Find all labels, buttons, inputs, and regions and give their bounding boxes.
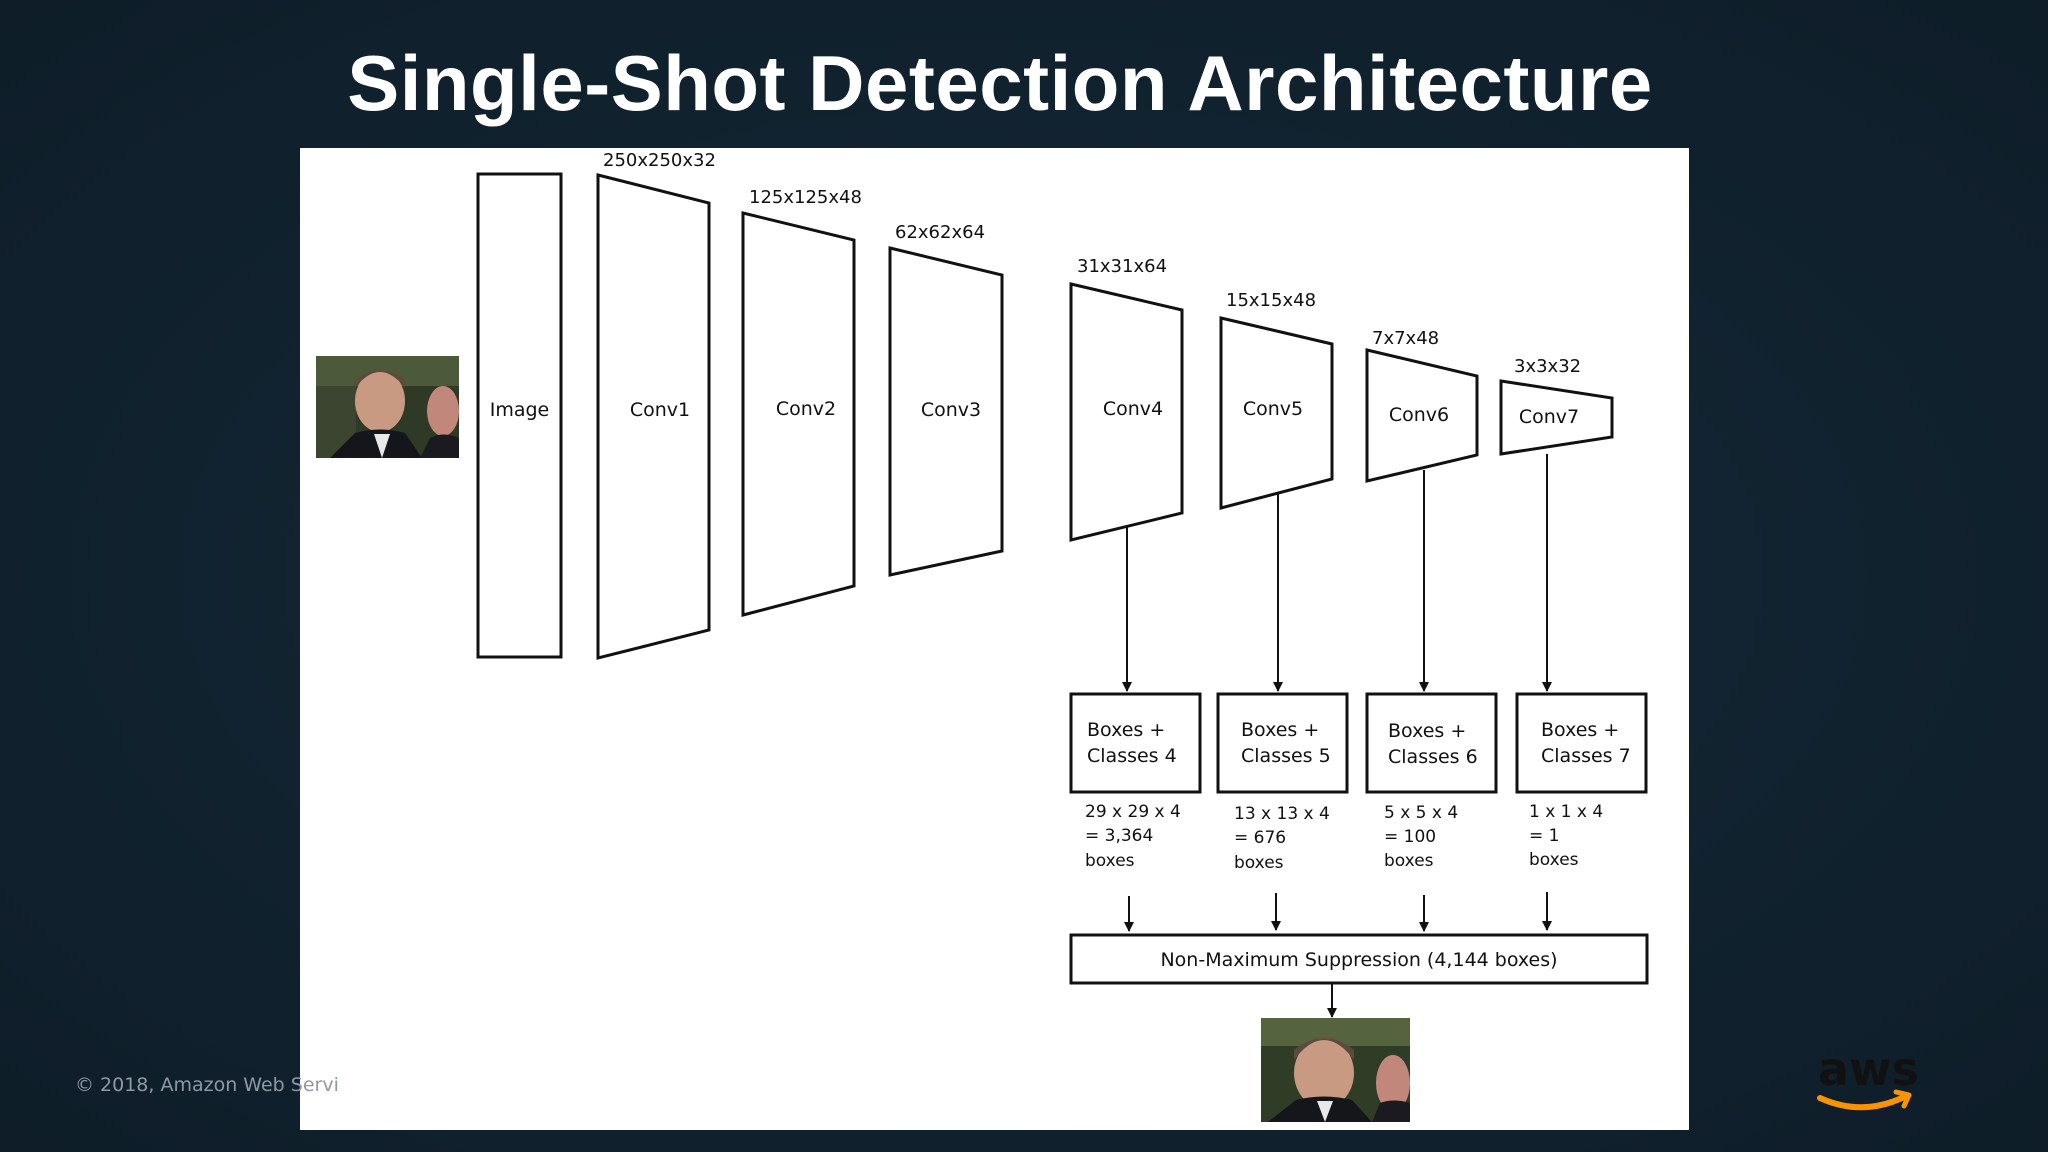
conv5-label: Conv5 [1243,398,1303,420]
image-input-block [476,172,563,659]
conv5-size-label: 15x15x48 [1226,290,1316,311]
conv7-label: Conv7 [1519,406,1579,428]
copyright-text: © 2018, Amazon Web Servi [75,1074,339,1096]
ssd-architecture-diagram: Image Conv1 250x250x32 Conv2 125x125x48 … [316,150,1649,1122]
conv7-size-label: 3x3x32 [1514,356,1581,377]
aws-smile-icon [1817,1094,1907,1111]
detector-4-label-line2: Classes 4 [1087,745,1177,767]
slide-title: Single-Shot Detection Architecture [347,39,1653,127]
detector-7-count-line3: boxes [1529,850,1579,870]
conv5-block [1219,316,1334,510]
nms-box [1069,933,1649,985]
image-input-label: Image [490,399,550,421]
conv4-label: Conv4 [1103,398,1163,420]
detector-6-label-line2: Classes 6 [1388,746,1478,768]
detector-box-4 [1069,692,1202,794]
detector-4-count-line2: = 3,364 [1085,826,1153,846]
aws-logo: aws [1812,1042,1922,1119]
conv6-block [1365,348,1479,483]
diagram-panel: Image Conv1 250x250x32 Conv2 125x125x48 … [300,148,1689,1130]
detector-box-7 [1515,692,1648,794]
detector-box-5 [1216,692,1349,794]
detector-7-label-line1: Boxes + [1541,719,1619,741]
conv2-label: Conv2 [776,398,836,420]
conv1-block [596,173,711,660]
conv1-size-label: 250x250x32 [603,150,716,171]
conv2-size-label: 125x125x48 [749,187,862,208]
conv3-size-label: 62x62x64 [895,222,985,243]
detector-7-label-line2: Classes 7 [1541,745,1631,767]
detector-5-label-line2: Classes 5 [1241,745,1331,767]
detector-7-count-line2: = 1 [1529,826,1559,846]
conv4-size-label: 31x31x64 [1077,256,1167,277]
conv2-block [741,211,856,617]
detector-box-6 [1365,692,1498,794]
output-photo [1261,1018,1410,1122]
detector-6-label-line1: Boxes + [1388,720,1466,742]
conv3-block [888,246,1004,577]
detector-5-label-line1: Boxes + [1241,719,1319,741]
detector-7-count-line1: 1 x 1 x 4 [1529,802,1603,822]
conv7-block [1499,379,1614,456]
aws-logo-text: aws [1818,1045,1919,1096]
detector-5-count-line1: 13 x 13 x 4 [1234,804,1330,824]
conv6-label: Conv6 [1389,404,1449,426]
input-photo [316,356,459,458]
detector-6-count-line3: boxes [1384,851,1434,871]
detector-4-label-line1: Boxes + [1087,719,1165,741]
detector-6-count-line2: = 100 [1384,827,1436,847]
conv1-label: Conv1 [630,399,690,421]
nms-label: Non-Maximum Suppression (4,144 boxes) [1160,949,1557,971]
detector-6-count-line1: 5 x 5 x 4 [1384,803,1458,823]
conv4-block [1069,282,1184,542]
conv3-label: Conv3 [921,399,981,421]
detector-4-count-line3: boxes [1085,851,1135,871]
detector-4-count-line1: 29 x 29 x 4 [1085,802,1181,822]
detector-5-count-line2: = 676 [1234,828,1286,848]
aws-smile-arrow-icon [1893,1089,1912,1109]
conv6-size-label: 7x7x48 [1372,328,1439,349]
detector-5-count-line3: boxes [1234,853,1284,873]
